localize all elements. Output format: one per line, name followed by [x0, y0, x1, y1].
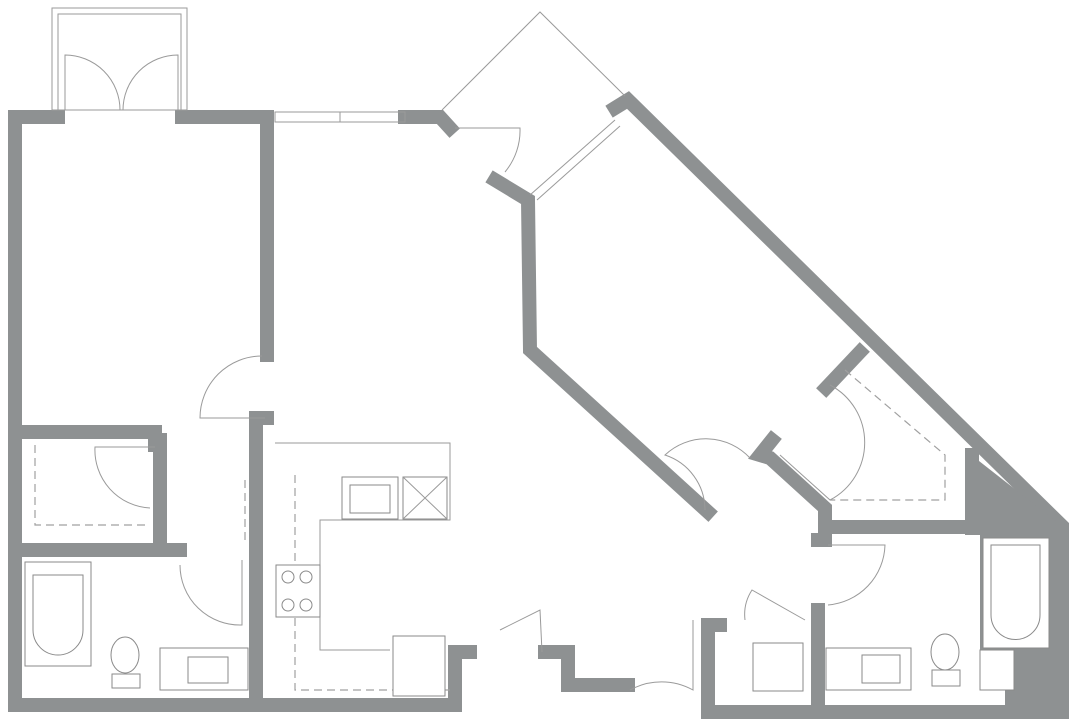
- balcony-door: [455, 127, 521, 173]
- bedroom2-inner-wall: [485, 170, 718, 522]
- washer-dryer-icon: [752, 642, 804, 692]
- closet1-shelf: [34, 445, 150, 526]
- laundry-door: [744, 589, 806, 621]
- toilet-icon: [110, 636, 140, 674]
- balcony-top-left: [51, 7, 188, 111]
- bath2-top-wall: [748, 430, 979, 534]
- closet-top-wall: [15, 425, 162, 452]
- stove-icon: [275, 564, 321, 618]
- bedroom2-door: [664, 438, 751, 511]
- closet-side-wall: [153, 433, 187, 557]
- top-corner-wall: [398, 110, 460, 138]
- closet2-shelf: [830, 369, 946, 501]
- bathroom2: [752, 537, 1050, 692]
- bath1-door: [179, 560, 243, 626]
- bedroom1-top-right-wall: [175, 110, 274, 362]
- bath2-cabinet: [979, 649, 1015, 691]
- window-bedroom2: [529, 119, 616, 196]
- storage-wall: [538, 645, 635, 692]
- bathroom1: [24, 561, 249, 691]
- bath-kitchen-wall: [249, 411, 277, 712]
- bottom-wall: [255, 645, 477, 712]
- closet2-wall: [816, 342, 870, 398]
- toilet-icon: [930, 633, 960, 671]
- closet1-door: [94, 446, 155, 509]
- bath2-door: [827, 544, 886, 606]
- kitchen: [275, 442, 451, 697]
- closet2-door: [779, 384, 866, 501]
- left-outer-wall: [8, 110, 269, 712]
- kitchen-counter: [275, 442, 451, 651]
- door-right-leaf: [122, 54, 179, 111]
- walls: [8, 91, 1069, 719]
- balcony-rail: [441, 11, 626, 111]
- bedroom1-door: [199, 355, 265, 419]
- windows: [51, 7, 626, 201]
- door-left-leaf: [64, 54, 121, 111]
- fridge-icon: [392, 635, 446, 697]
- doors: [64, 54, 886, 691]
- storage-door: [499, 609, 543, 653]
- entry-door: [629, 620, 694, 691]
